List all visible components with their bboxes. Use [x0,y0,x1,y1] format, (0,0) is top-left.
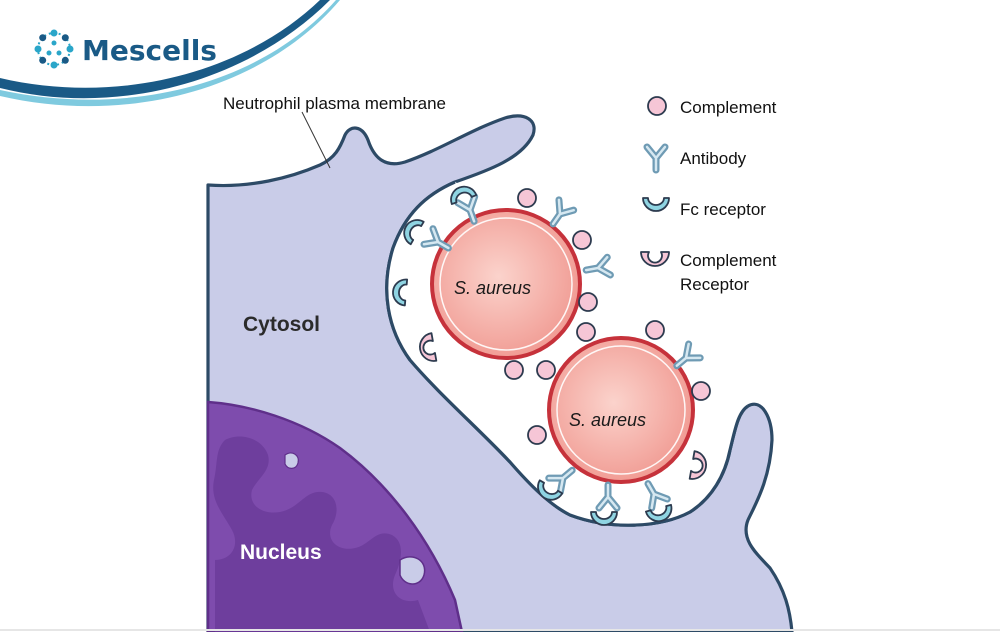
legend-item-fc-receptor: Fc receptor [642,197,766,219]
brand-name: Mescells [82,34,217,67]
legend: Complement Antibody Fc receptor Compleme… [640,96,777,294]
nucleus-spot [284,452,299,469]
s-aureus-bacterium-1 [430,208,582,360]
nucleus-label: Nucleus [240,541,322,564]
header-swoosh-light [0,0,340,107]
membrane-leader-line [301,111,331,169]
legend-label: Complement [680,98,777,117]
nucleus-spot [399,556,426,585]
fc-receptor-icon [642,197,670,212]
antibody-icon [647,147,665,170]
membrane-label: Neutrophil plasma membrane [223,94,446,113]
legend-label: Fc receptor [680,200,766,219]
bacterium-label: S. aureus [569,410,646,430]
legend-item-antibody: Antibody [647,147,747,170]
header-swoosh [0,0,330,99]
membrane-inner-edge [385,180,749,527]
legend-item-complement-receptor: Complement Receptor [640,251,777,294]
cytosol-label: Cytosol [243,313,320,336]
legend-label: Antibody [680,149,747,168]
legend-label-line2: Receptor [680,275,749,294]
molecule-ring-icon [34,29,74,69]
complement-receptor-icon [640,251,670,267]
legend-label: Complement [680,251,777,270]
legend-item-complement: Complement [647,96,777,117]
complement-icon [647,96,667,116]
bacterium-label: S. aureus [454,278,531,298]
s-aureus-bacterium-2 [547,336,695,484]
nucleus-chromatin [213,436,430,632]
